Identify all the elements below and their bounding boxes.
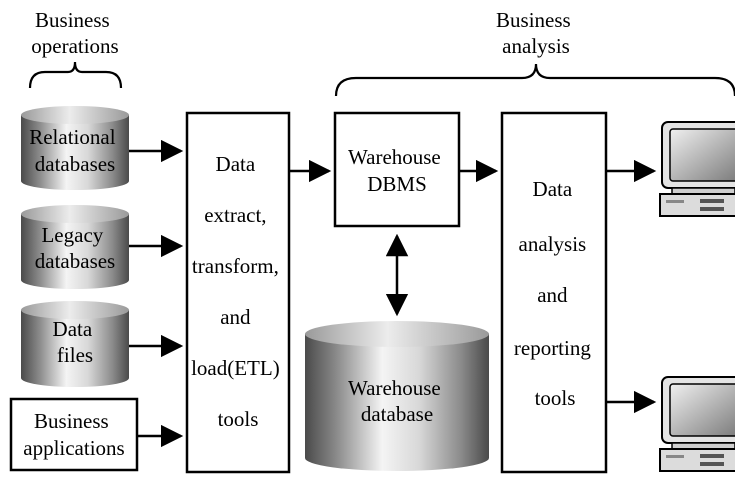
- data-files-cylinder: [21, 301, 129, 387]
- relational-databases-cylinder: [21, 106, 129, 190]
- analysis-tools-box: [500, 111, 608, 474]
- computer-icon: [659, 376, 735, 472]
- relational-databases-label: Relational databases: [29, 125, 121, 176]
- business-operations-label: Business operations: [31, 8, 118, 58]
- business-applications-box: [9, 397, 139, 472]
- computer-icon: [659, 121, 735, 217]
- warehouse-dbms-box: [333, 111, 461, 228]
- business-operations-brace: [28, 61, 123, 89]
- analysis-tools-label: Data analysis and reporting tools: [514, 177, 596, 410]
- etl-tools-box: [185, 111, 291, 474]
- business-analysis-label: Business analysis: [496, 8, 576, 58]
- legacy-databases-label: Legacy databases: [35, 223, 115, 273]
- business-analysis-brace: [334, 63, 735, 97]
- data-files-label: Data files: [53, 317, 98, 367]
- warehouse-database-cylinder: [305, 321, 489, 471]
- business-applications-label: Business applications: [23, 409, 124, 460]
- legacy-databases-cylinder: [21, 205, 129, 289]
- warehouse-dbms-label: Warehouse DBMS: [348, 145, 446, 196]
- warehouse-database-label: Warehouse database: [348, 376, 446, 426]
- etl-tools-label: Data extract, transform, and load(ETL) t…: [191, 152, 285, 431]
